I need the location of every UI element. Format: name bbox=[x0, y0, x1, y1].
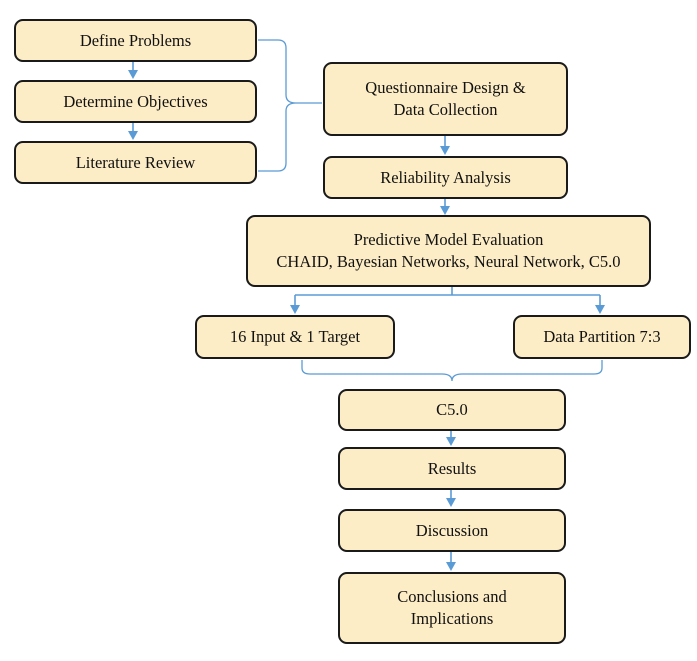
define-problems-label: Define Problems bbox=[79, 30, 192, 50]
reliability-analysis-box: Reliability Analysis bbox=[323, 156, 568, 199]
arrowhead bbox=[128, 70, 138, 79]
discussion-box: Discussion bbox=[338, 509, 566, 552]
results-box: Results bbox=[338, 447, 566, 490]
literature-review-label: Literature Review bbox=[75, 152, 196, 172]
data-partition-box: Data Partition 7:3 bbox=[513, 315, 691, 359]
arrowhead bbox=[440, 146, 450, 155]
inputs-target-label: 16 Input & 1 Target bbox=[229, 327, 361, 346]
arrowhead bbox=[446, 498, 456, 507]
questionnaire-box: Questionnaire Design & Data Collection bbox=[323, 62, 568, 136]
c50-label: C5.0 bbox=[436, 400, 468, 419]
discussion-label: Discussion bbox=[415, 520, 489, 540]
inputs-target-box: 16 Input & 1 Target bbox=[195, 315, 395, 359]
predictive-model-box: Predictive Model Evaluation CHAID, Bayes… bbox=[246, 215, 651, 287]
predictive-model-title: Predictive Model Evaluation bbox=[353, 230, 544, 249]
predictive-model-methods: CHAID, Bayesian Networks, Neural Network… bbox=[276, 252, 621, 271]
arrowhead bbox=[128, 131, 138, 140]
determine-objectives-box: Determine Objectives bbox=[14, 80, 257, 123]
questionnaire-label-line1: Questionnaire Design & bbox=[365, 78, 526, 97]
data-partition-label: Data Partition 7:3 bbox=[543, 327, 661, 346]
arrowhead bbox=[595, 305, 605, 314]
conclusions-label-line1: Conclusions and bbox=[397, 587, 507, 606]
merge-brace bbox=[301, 360, 603, 382]
c50-box: C5.0 bbox=[338, 389, 566, 431]
grouping-brace bbox=[258, 39, 322, 172]
define-problems-box: Define Problems bbox=[14, 19, 257, 62]
results-label: Results bbox=[427, 458, 477, 478]
reliability-analysis-label: Reliability Analysis bbox=[380, 167, 511, 187]
questionnaire-label-line2: Data Collection bbox=[393, 100, 498, 119]
arrowhead bbox=[446, 562, 456, 571]
literature-review-box: Literature Review bbox=[14, 141, 257, 184]
conclusions-label-line2: Implications bbox=[410, 609, 494, 628]
arrowhead bbox=[446, 437, 456, 446]
determine-objectives-label: Determine Objectives bbox=[63, 91, 208, 111]
arrowhead bbox=[290, 305, 300, 314]
arrowhead bbox=[440, 206, 450, 215]
conclusions-box: Conclusions and Implications bbox=[338, 572, 566, 644]
